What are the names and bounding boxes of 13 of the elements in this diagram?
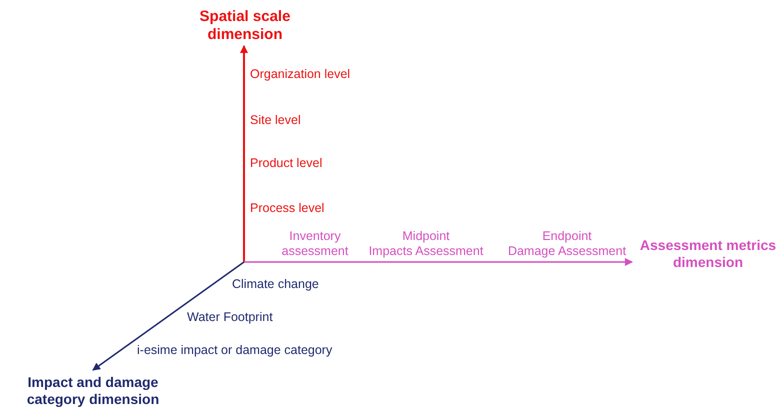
axis-tick-label: Site level bbox=[250, 113, 301, 128]
axis-tick-label: i-esime impact or damage category bbox=[137, 343, 332, 358]
axis-title: Assessment metrics dimension bbox=[640, 237, 776, 271]
axis-tick-label: Process level bbox=[250, 201, 324, 216]
axis-tick-label: Product level bbox=[250, 156, 322, 171]
axis-tick-label: Inventory assessment bbox=[282, 229, 348, 259]
axis-title: Spatial scale dimension bbox=[198, 8, 292, 44]
axis-tick-label: Climate change bbox=[232, 277, 319, 292]
axis-tick-label: Organization level bbox=[250, 67, 350, 82]
axis-title: Impact and damage category dimension bbox=[26, 374, 160, 408]
axis-tick-label: Endpoint Damage Assessment bbox=[508, 229, 626, 259]
axis-tick-label: Midpoint Impacts Assessment bbox=[368, 229, 484, 259]
axis-tick-label: Water Footprint bbox=[187, 310, 273, 325]
